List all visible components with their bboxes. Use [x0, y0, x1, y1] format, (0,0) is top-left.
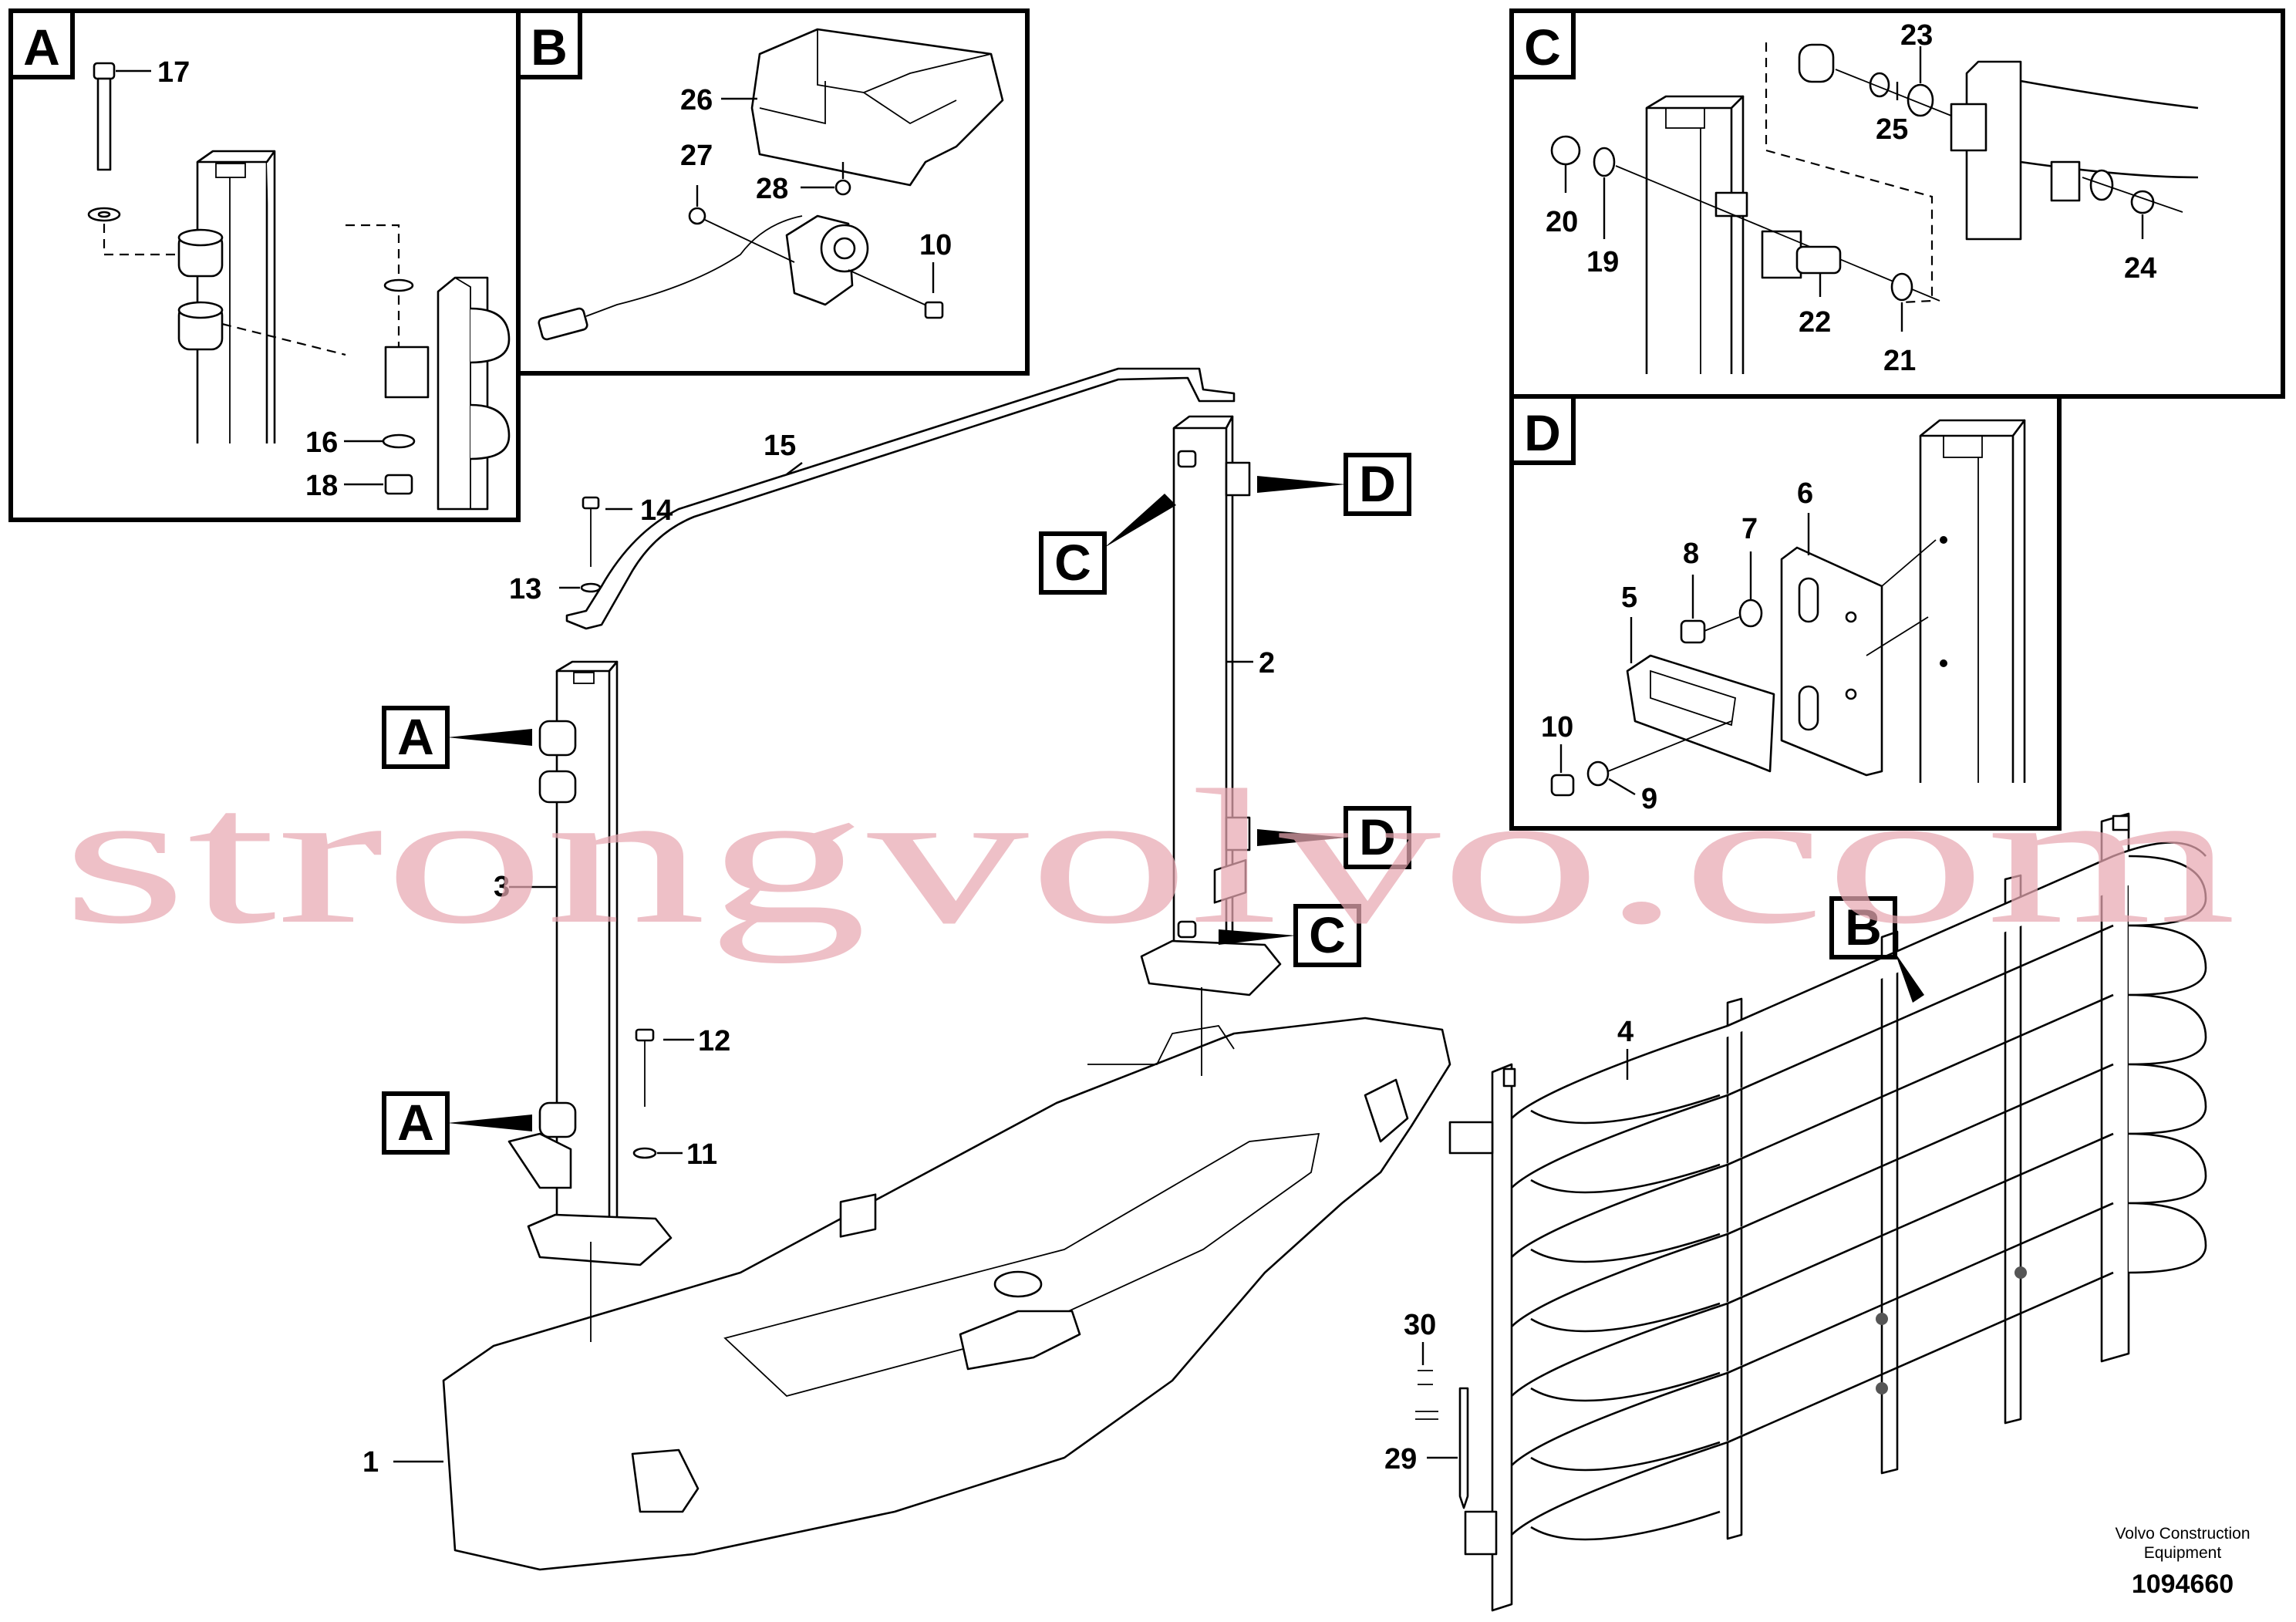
- callout-1: 1: [362, 1446, 379, 1479]
- detail-c-panel: C 20 19 22 21 2: [1509, 8, 2285, 399]
- ref-flag-b: B: [1845, 899, 1882, 956]
- callout-25: 25: [1876, 113, 1908, 146]
- drawing-number: 1094660: [2132, 1570, 2234, 1599]
- detail-b-panel: B 26 28 27 10: [516, 8, 1030, 376]
- callout-26: 26: [680, 84, 713, 116]
- ref-flag-a1: A: [397, 708, 434, 765]
- ref-flag-a2: A: [397, 1094, 434, 1151]
- callout-18: 18: [305, 470, 338, 502]
- callout-17: 17: [157, 56, 190, 89]
- detail-a-panel: A 17 16 18: [8, 8, 521, 522]
- company-name-line2: Equipment: [2144, 1544, 2222, 1562]
- callout-22: 22: [1799, 306, 1831, 339]
- callout-12: 12: [698, 1025, 730, 1057]
- detail-d-label: D: [1524, 404, 1561, 461]
- callout-19: 19: [1586, 246, 1619, 278]
- main-assembly: 15 3 14 13 12 11: [362, 367, 1451, 1571]
- callout-14: 14: [640, 494, 673, 527]
- detail-c-label: C: [1524, 19, 1561, 76]
- ref-flag-c1: C: [1054, 534, 1091, 591]
- callout-29: 29: [1384, 1443, 1417, 1475]
- callout-9: 9: [1641, 783, 1657, 815]
- callout-7: 7: [1741, 513, 1758, 545]
- callout-13: 13: [509, 573, 541, 605]
- callout-16: 16: [305, 427, 338, 459]
- ref-flag-c2: C: [1309, 906, 1346, 963]
- ref-flag-d1: D: [1359, 455, 1396, 512]
- callout-20: 20: [1546, 206, 1578, 238]
- callout-15: 15: [764, 430, 796, 462]
- detail-a-label: A: [23, 19, 60, 76]
- callout-23: 23: [1900, 19, 1933, 52]
- callout-8: 8: [1683, 538, 1699, 570]
- reference-flags: A A C C D D B: [382, 453, 1924, 1155]
- callout-30: 30: [1404, 1309, 1436, 1341]
- ref-flag-d2: D: [1359, 808, 1396, 865]
- callout-4: 4: [1617, 1016, 1633, 1048]
- callout-27: 27: [680, 140, 713, 172]
- radiator-grille: 4 30 29: [1384, 812, 2207, 1612]
- detail-b-label: B: [531, 19, 568, 76]
- callout-3: 3: [494, 871, 510, 903]
- callout-21: 21: [1883, 345, 1916, 377]
- callout-10a: 10: [919, 229, 952, 261]
- callout-11: 11: [686, 1138, 717, 1171]
- callout-10b: 10: [1541, 711, 1573, 744]
- callout-28: 28: [756, 173, 788, 205]
- callout-2: 2: [1259, 647, 1275, 679]
- callout-5: 5: [1621, 582, 1637, 614]
- company-name-line1: Volvo Construction: [2115, 1525, 2250, 1543]
- detail-d-panel: D 6 7 8 5 10 9: [1509, 394, 2062, 831]
- callout-24: 24: [2124, 252, 2156, 285]
- callout-6: 6: [1797, 477, 1813, 510]
- watermark-text: strongvolvo.com: [62, 750, 2237, 964]
